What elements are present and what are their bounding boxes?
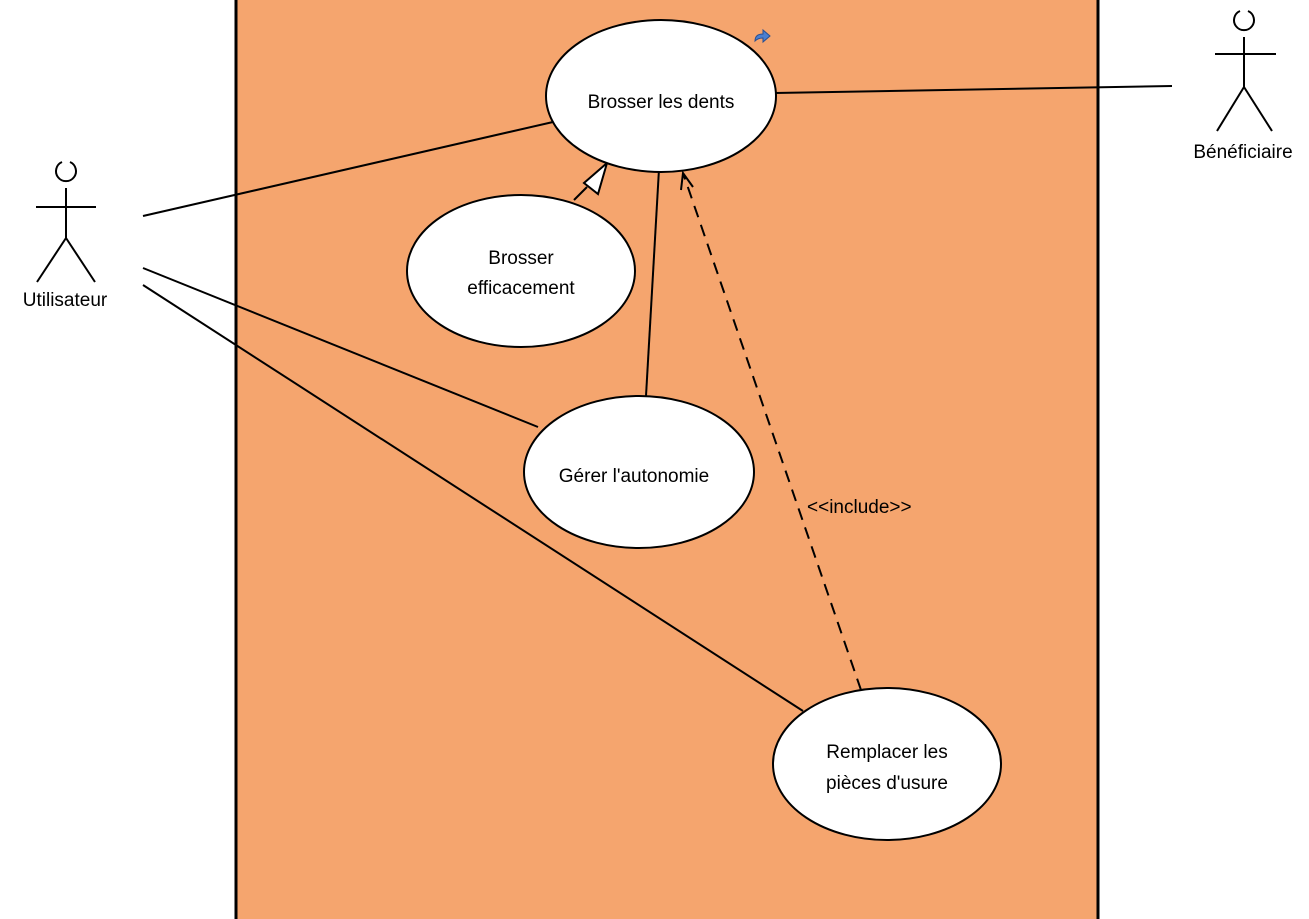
association-gerer-autonomie-brosser-dents[interactable] xyxy=(645,168,660,397)
actor-left-leg xyxy=(36,237,67,283)
use-case-label: Gérer l'autonomie xyxy=(559,466,709,487)
generalization-arrowhead xyxy=(582,160,609,196)
actor-head xyxy=(55,161,77,183)
use-case-label-line-2: efficacement xyxy=(467,278,575,299)
use-case-ellipse xyxy=(523,395,755,549)
association-utilisateur-remplacer-pieces[interactable] xyxy=(142,284,804,712)
use-case-label: Brosser les dents xyxy=(588,92,735,113)
actor-beneficiaire[interactable] xyxy=(1215,10,1276,132)
actor-right-leg xyxy=(1243,86,1273,132)
associations xyxy=(142,85,1173,712)
association-utilisateur-gerer-autonomie[interactable] xyxy=(142,267,539,428)
use-case-label-line-1: Brosser xyxy=(488,248,554,269)
association-utilisateur-brosser-dents[interactable] xyxy=(142,121,554,217)
actor-label-beneficiaire: Bénéficiaire xyxy=(1193,142,1292,163)
include-label: <<include>> xyxy=(807,497,912,518)
link-icon[interactable] xyxy=(754,28,771,44)
actor-utilisateur[interactable] xyxy=(36,161,96,283)
actor-head xyxy=(1233,10,1255,32)
generalization-line[interactable] xyxy=(573,186,588,201)
include-arrowhead xyxy=(680,170,694,191)
use-case-ellipse xyxy=(406,194,636,348)
use-case-label-line-1: Remplacer les xyxy=(826,742,947,763)
use-case-ellipse xyxy=(772,687,1002,841)
use-case-ellipse xyxy=(545,19,777,173)
actor-right-leg xyxy=(65,237,96,283)
actor-left-leg xyxy=(1216,86,1245,132)
association-beneficiaire-brosser-dents[interactable] xyxy=(774,85,1173,94)
actor-label-utilisateur: Utilisateur xyxy=(23,290,108,311)
use-case-label-line-2: pièces d'usure xyxy=(826,773,948,794)
use-case-brosser-les-dents[interactable]: Brosser les dents xyxy=(545,19,777,173)
use-case-gerer-autonomie[interactable]: Gérer l'autonomie xyxy=(523,395,755,549)
use-case-brosser-efficacement[interactable]: Brosser efficacement xyxy=(406,194,636,348)
use-case-remplacer-pieces[interactable]: Remplacer les pièces d'usure xyxy=(772,687,1002,841)
include-dependency-line[interactable] xyxy=(682,172,862,691)
